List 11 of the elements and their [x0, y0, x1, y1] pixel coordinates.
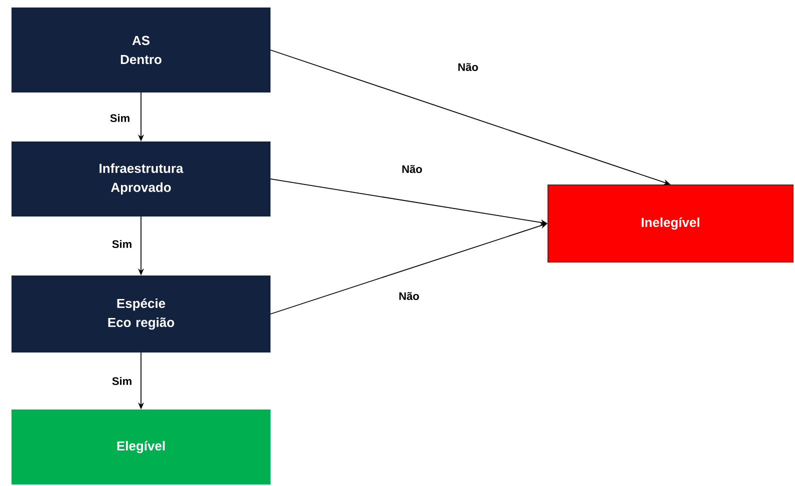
result-box: Elegível	[12, 410, 270, 484]
edge-label: Não	[400, 164, 424, 174]
process-box: AS Dentro	[12, 8, 270, 92]
process-box: Espécie Eco região	[12, 276, 270, 352]
edge-label: Sim	[108, 112, 132, 124]
process-box: Infraestrutura Aprovado	[12, 142, 270, 216]
edge-label: Não	[456, 62, 480, 72]
edge-label: Sim	[110, 376, 134, 386]
edge-label: Não	[398, 290, 420, 301]
result-box: Inelegível	[548, 184, 794, 262]
edge-label: Sim	[110, 238, 134, 250]
